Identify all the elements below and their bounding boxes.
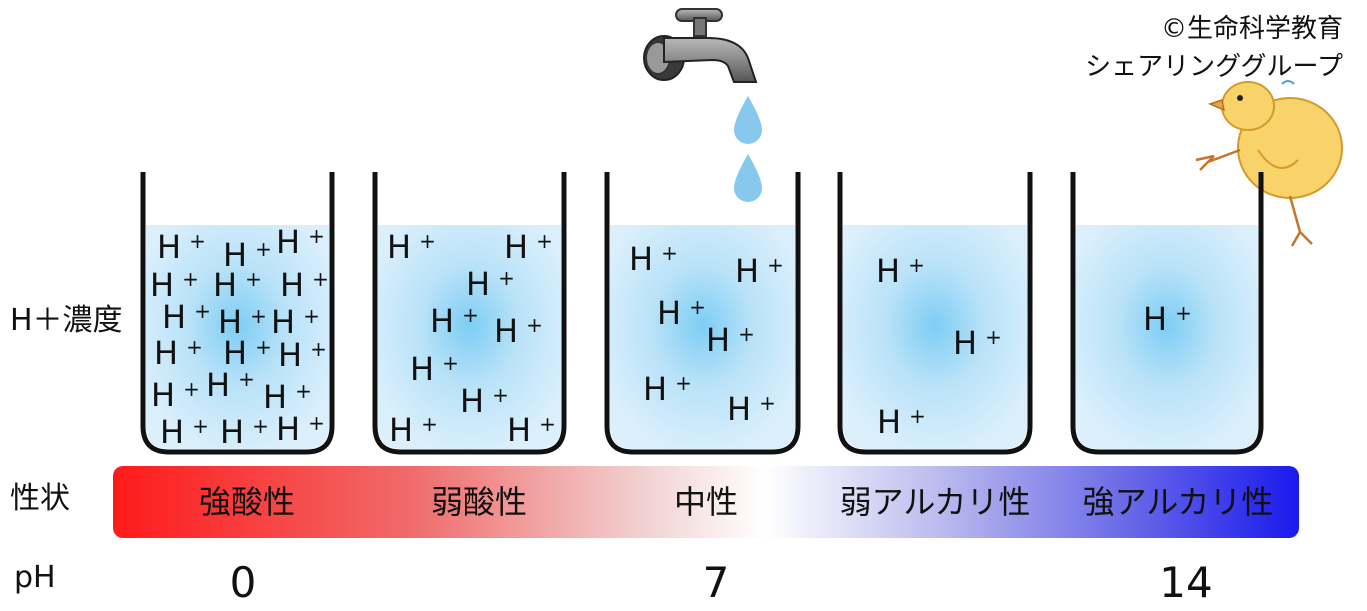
beaker-weak-acid: H+H+H+H+H+H+H+H+H+ — [372, 172, 567, 455]
water-drop-icon — [734, 96, 762, 144]
beaker-water — [610, 225, 795, 449]
copyright-line-2: シェアリンググループ — [1085, 52, 1343, 82]
faucet-icon — [643, 8, 758, 83]
property-weak-alkali: 弱アルカリ性 — [839, 483, 1031, 521]
property-neutral: 中性 — [673, 483, 739, 521]
beaker-neutral: H+H+H+H+H+H+ — [604, 172, 801, 455]
row-label-concentration: H＋濃度 — [10, 303, 123, 338]
beaker-strong-acid: H+H+H+H+H+H+H+H+H+H+H+H+H+H+H+H+H+H+ — [140, 172, 335, 455]
copyright-line-1: ©生命科学教育 — [1160, 14, 1343, 44]
ph-value-0: 0 — [229, 558, 257, 607]
row-label-ph: pH — [14, 560, 56, 595]
beaker-water — [843, 225, 1027, 449]
beaker-weak-alkali: H+H+H+ — [837, 172, 1033, 455]
ph-value-7: 7 — [702, 558, 730, 607]
beaker-outline — [372, 172, 567, 455]
property-strong-alkali: 強アルカリ性 — [1082, 483, 1274, 521]
beaker-outline — [837, 172, 1033, 455]
beaker-outline — [1070, 172, 1264, 455]
water-drop-icon — [734, 154, 762, 202]
acidity-gradient-bar — [113, 466, 1299, 538]
property-strong-acid: 強酸性 — [198, 483, 296, 521]
row-label-property: 性状 — [10, 481, 70, 516]
beaker-water — [146, 225, 329, 449]
copyright-notice: ©生命科学教育 シェアリンググループ — [1085, 10, 1343, 86]
beaker-water — [378, 225, 561, 449]
ph-value-14: 14 — [1159, 558, 1213, 607]
property-weak-acid: 弱酸性 — [430, 483, 528, 521]
chick-illustration — [1195, 80, 1343, 247]
beaker-outline — [604, 172, 801, 455]
beaker-water — [1076, 225, 1258, 449]
beaker-outline — [140, 172, 335, 455]
beaker-strong-alkali: H+ — [1070, 172, 1264, 455]
